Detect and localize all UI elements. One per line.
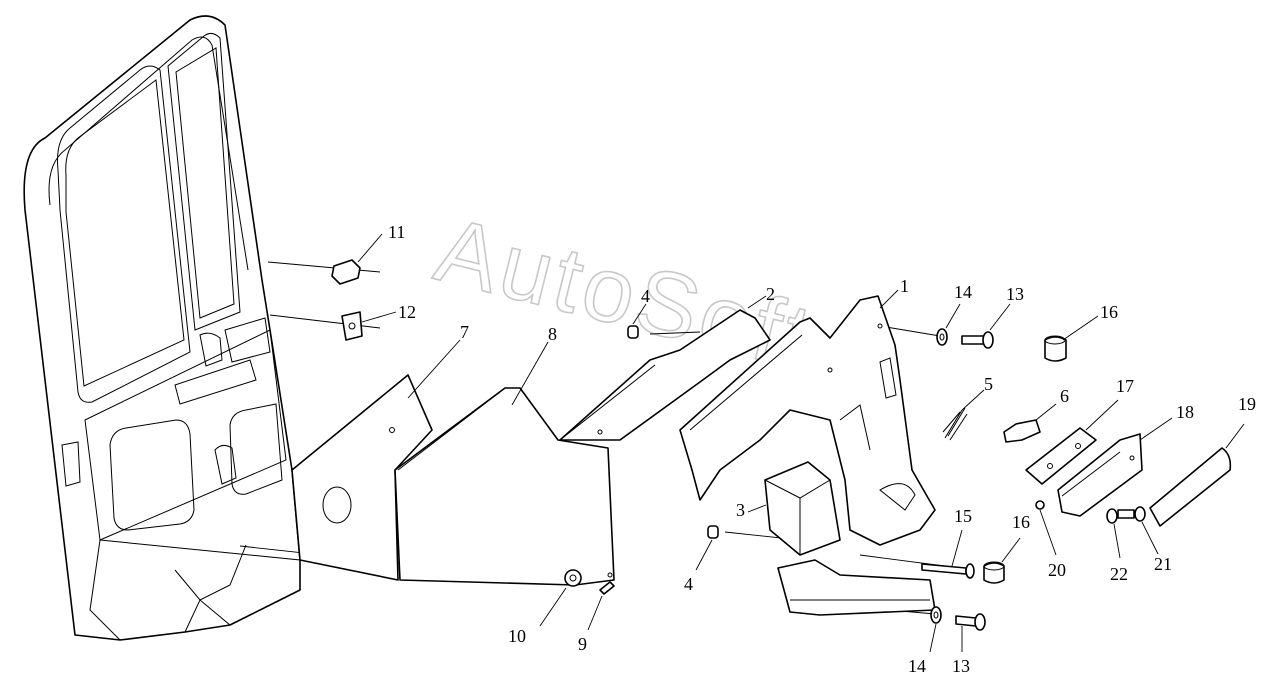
part-21-bolt [1117,506,1159,555]
part-5-spring [942,389,985,441]
callout-14-lower: 14 [908,656,926,676]
part-14-washer-upper [936,303,961,346]
callout-21: 21 [1154,554,1172,574]
callout-1: 1 [900,276,909,296]
part-14-washer-lower [929,606,942,653]
part-20-washer [1035,500,1057,556]
part-22-washer [1106,508,1121,559]
part-18-housing [1057,417,1173,517]
part-3-box [747,461,841,556]
part-17-plate [1025,399,1119,485]
part-12-bracket [341,311,397,341]
callout-16-lower: 16 [1012,512,1030,532]
part-2-bracket [559,295,771,441]
part-10-fastener [539,569,582,627]
callout-4-upper: 4 [641,286,650,306]
callout-15: 15 [954,506,972,526]
door-frame [23,15,301,641]
callout-12: 12 [398,302,416,322]
callout-22: 22 [1110,564,1128,584]
callout-17: 17 [1116,376,1134,396]
callout-7: 7 [460,322,469,342]
callout-14-upper: 14 [954,282,972,302]
callout-10: 10 [508,626,526,646]
callout-8: 8 [548,324,557,344]
part-11-clip [331,233,383,285]
callout-9: 9 [578,634,587,654]
callout-13-upper: 13 [1006,284,1024,304]
part-4-screw-upper [627,303,647,339]
callout-4-lower: 4 [684,574,693,594]
callout-18: 18 [1176,402,1194,422]
callout-20: 20 [1048,560,1066,580]
callout-5: 5 [984,374,993,394]
part-8-panel [394,341,615,586]
callout-2: 2 [766,284,775,304]
part-19-handle [1149,423,1245,527]
callout-16-upper: 16 [1100,302,1118,322]
part-4-screw-lower [695,525,719,571]
callout-19: 19 [1238,394,1256,414]
part-1-trim [679,289,936,546]
part-16-cap-lower [983,537,1021,584]
part-15-bolt [921,529,975,579]
part-13-bolt-lower [955,613,986,652]
part-9-pin [587,581,615,631]
callout-3: 3 [736,500,745,520]
part-6-latch [1003,403,1057,443]
callout-11: 11 [388,222,405,242]
part-16-cap-upper [1044,315,1099,362]
lower-bracket [777,559,936,616]
callout-6: 6 [1060,386,1069,406]
callout-13-lower: 13 [952,656,970,676]
callout-labels: 11 12 7 8 4 2 1 14 13 16 5 6 17 18 19 3 … [388,222,1256,676]
part-13-bolt-upper [961,303,1011,349]
